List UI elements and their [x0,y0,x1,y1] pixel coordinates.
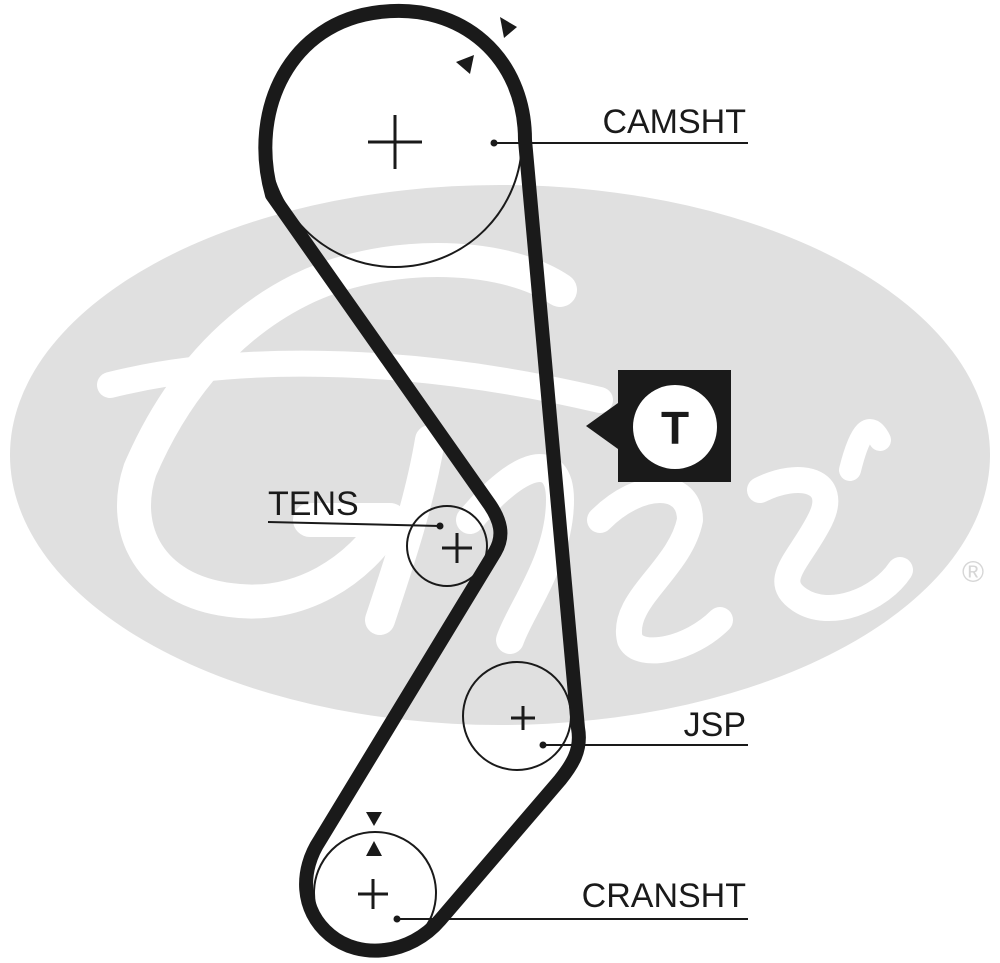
registered-mark: ® [962,556,984,589]
crankshaft-leader [393,915,748,923]
timing-belt [258,3,586,958]
camshaft-leader [490,139,748,147]
camshaft-timing-mark-icon [500,17,517,38]
tension-tag-icon: T [586,370,731,482]
camshaft-crosshair-icon [368,115,422,169]
tensioner-pulley [406,505,488,587]
tensioner-leader [267,521,444,530]
crankshaft-timing-mark-icon [366,841,382,856]
tensioner-crosshair-icon [442,533,472,563]
jackshaft-label: JSP [684,706,746,744]
camshaft-label: CAMSHT [602,103,746,141]
tensioner-label: TENS [268,485,359,523]
camshaft-belt-mark-icon [456,55,474,74]
jackshaft-crosshair-icon [511,706,535,730]
tension-badge-letter: T [661,402,689,454]
gates-watermark: ® [10,185,990,725]
crankshaft-crosshair-icon [358,879,388,909]
crank-belt-mark-icon [366,812,382,826]
crankshaft-label: CRANSHT [582,877,746,915]
jackshaft-leader [539,741,748,749]
